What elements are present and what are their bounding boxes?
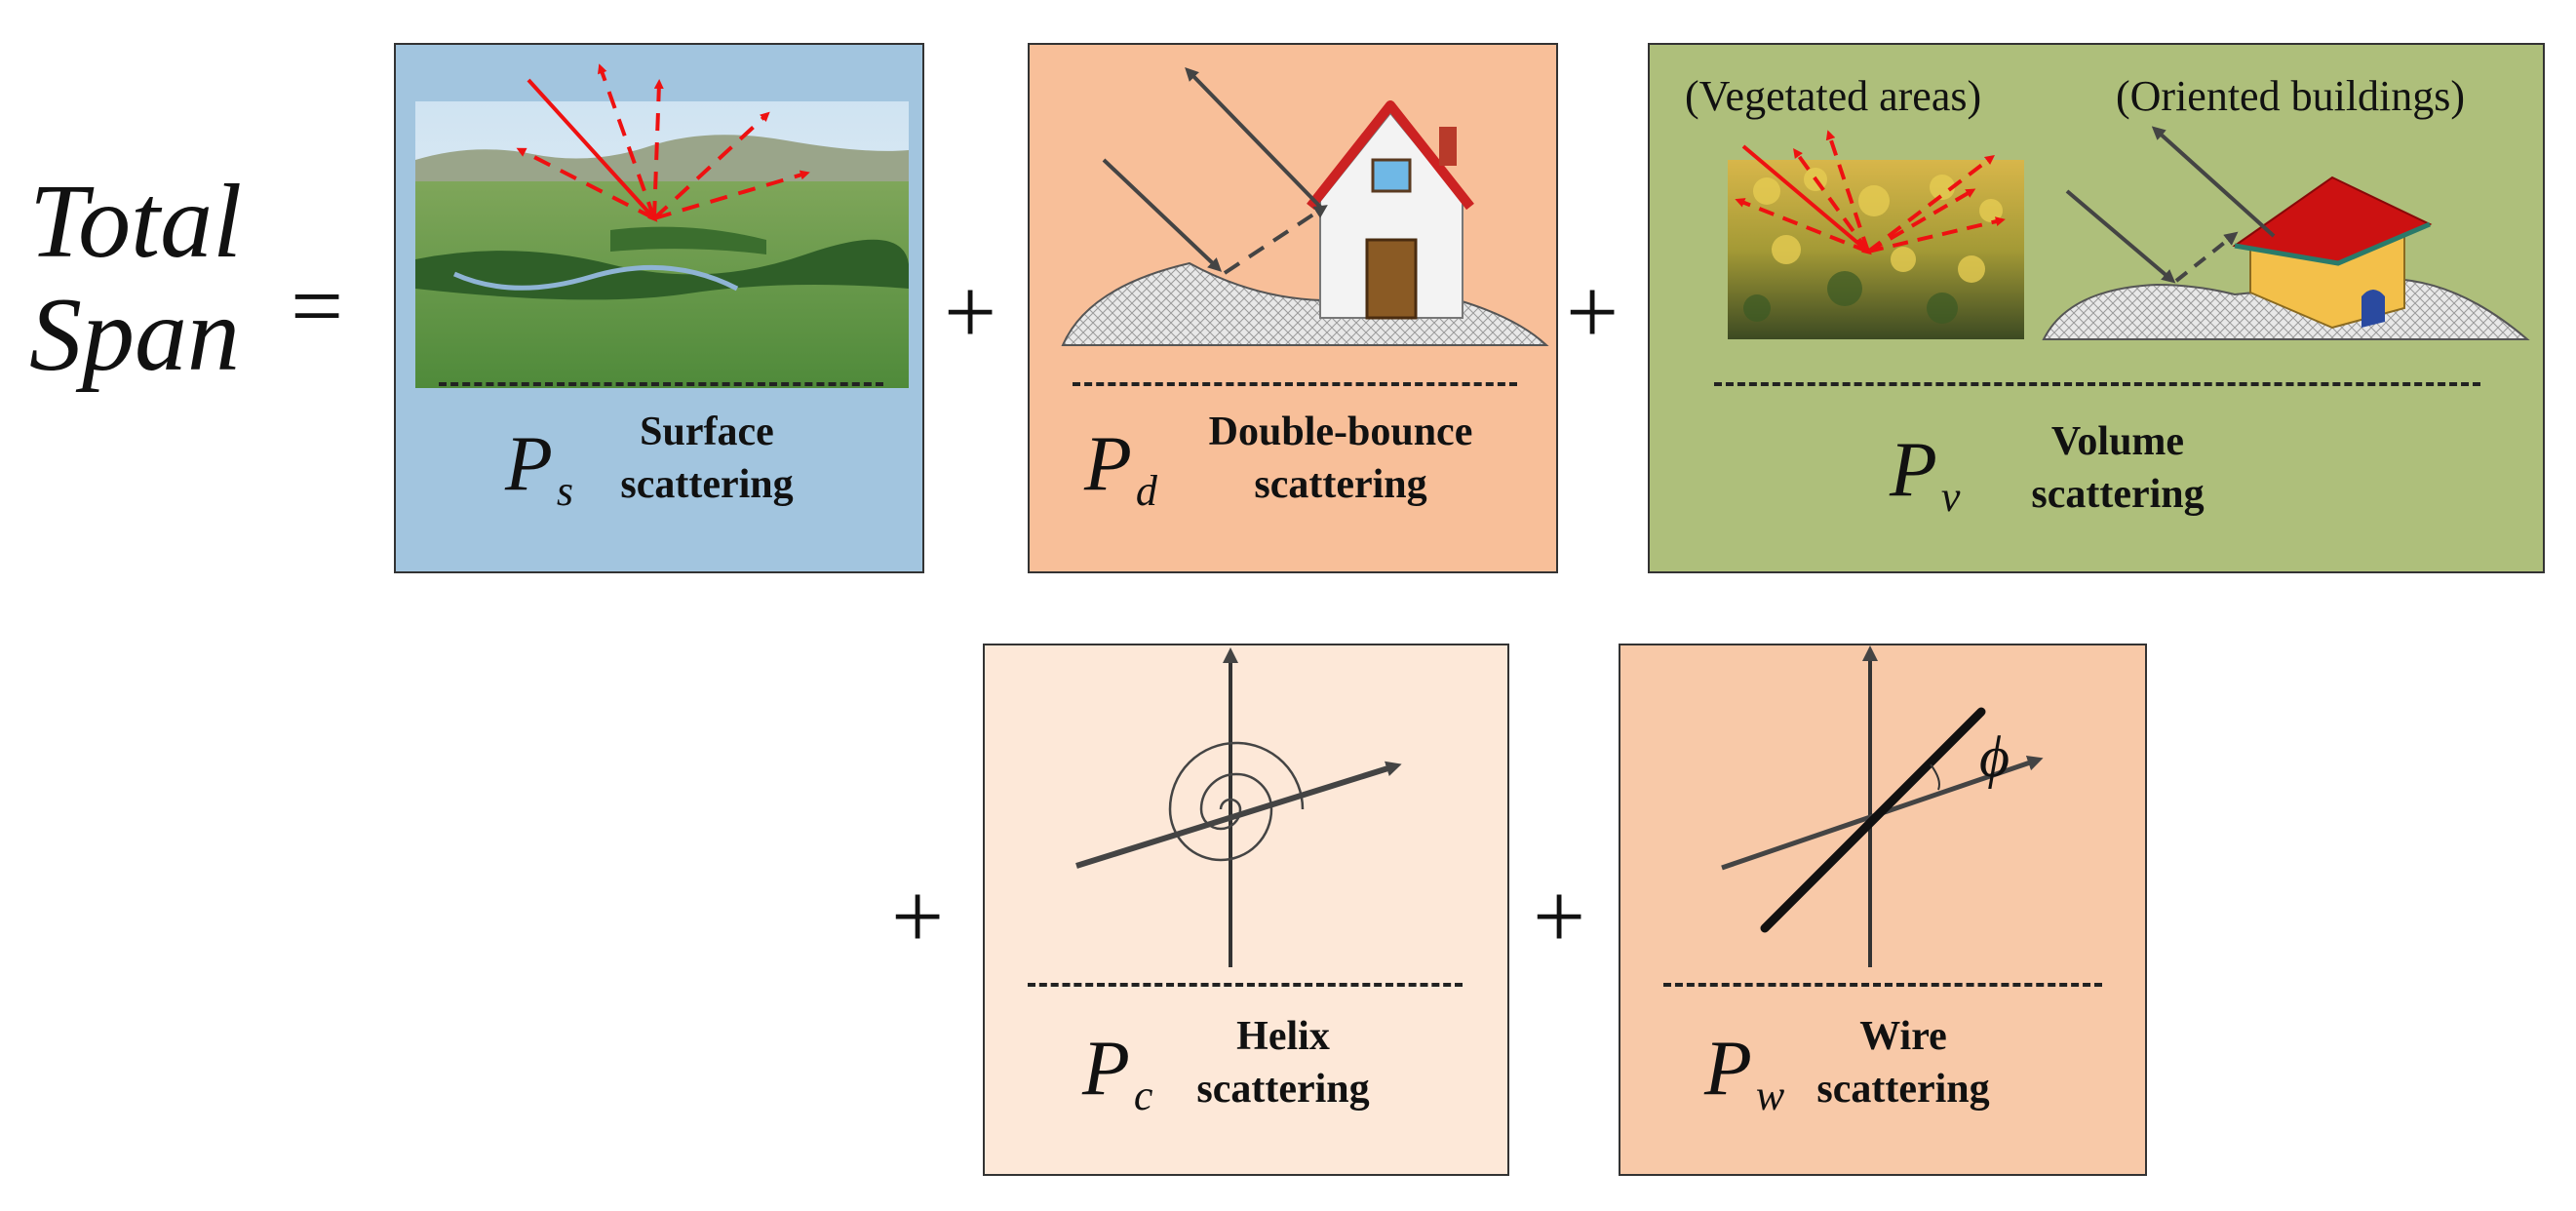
surface-symbol: Ps <box>505 421 573 515</box>
equals-sign: = <box>291 254 344 358</box>
helix-divider <box>1028 983 1463 987</box>
plus-sign-1: + <box>944 259 997 364</box>
volume-illustration <box>1728 126 2530 340</box>
helix-diagram <box>1075 647 1402 967</box>
volume-symbol: Pv <box>1890 427 1961 521</box>
volume-scattering-panel: (Vegetated areas) (Oriented buildings) <box>1648 43 2545 573</box>
wire-symbol: Pw <box>1704 1026 1785 1119</box>
double-bounce-divider <box>1073 382 1517 386</box>
double-bounce-symbol: Pd <box>1084 421 1157 515</box>
wire-divider <box>1663 983 2102 987</box>
total-span-label: Total Span <box>29 166 242 392</box>
house-ground-illustration <box>1061 66 1549 346</box>
wire-diagram <box>1721 645 2044 967</box>
phi-angle-symbol: ϕ <box>1979 724 2010 789</box>
vegetated-areas-label: (Vegetated areas) <box>1685 72 1982 120</box>
plus-sign-3: + <box>891 864 945 968</box>
total-word: Total <box>29 164 243 280</box>
grassland-photo <box>415 63 909 388</box>
helix-symbol: Pc <box>1082 1026 1153 1119</box>
plus-sign-2: + <box>1566 259 1620 364</box>
oriented-buildings-label: (Oriented buildings) <box>2116 72 2466 120</box>
volume-divider <box>1714 382 2480 386</box>
span-word: Span <box>29 277 240 393</box>
plus-sign-4: + <box>1533 864 1586 968</box>
surface-divider <box>439 382 883 386</box>
